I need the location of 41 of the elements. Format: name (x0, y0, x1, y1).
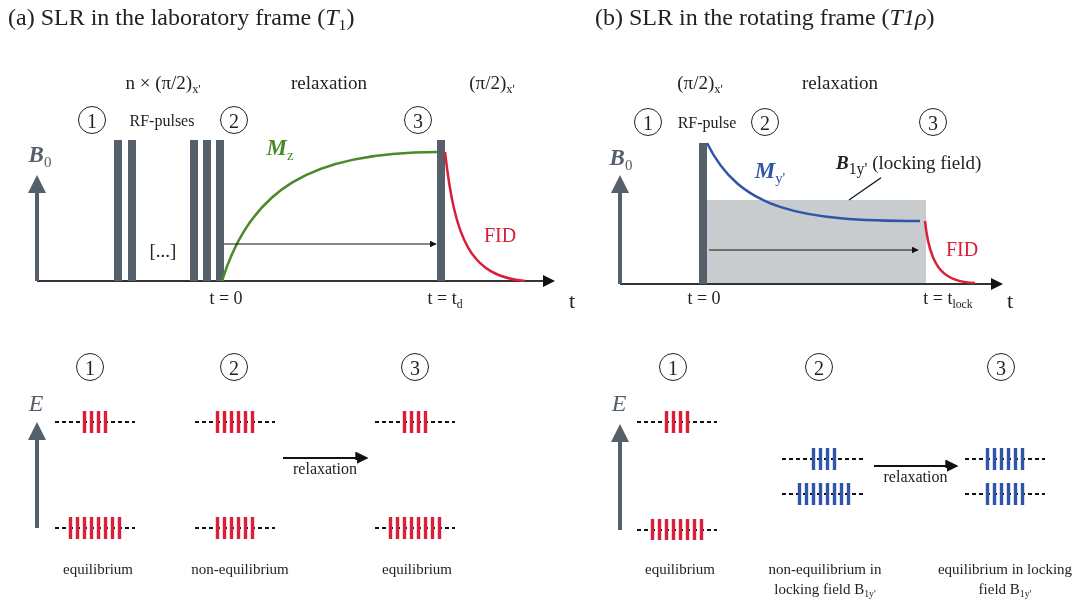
ellipsis-label: [...] (149, 240, 177, 262)
energy-level-drawing (55, 410, 135, 540)
axis-label: E (611, 390, 627, 418)
field-label: B$_{0}$ (28, 142, 52, 172)
fid-label: FID (945, 238, 979, 261)
state-caption: non-equilibrium in locking field B$_{1y'}$ (768, 561, 882, 597)
axis-label: t (1006, 288, 1014, 314)
panel-title: (b) SLR in the rotating frame (T1ρ) (595, 4, 935, 32)
energy-level-drawing (375, 410, 455, 540)
state-caption: equilibrium in locking field B$_{1y'}$ (937, 561, 1073, 597)
energy-level-drawing (782, 447, 866, 506)
state-caption: equilibrium (63, 561, 133, 577)
fid-label: FID (483, 224, 517, 247)
axis-label: E (28, 390, 44, 418)
arrow (282, 451, 369, 465)
field-label: B$_{0}$ (609, 145, 633, 175)
energy-level-drawing (965, 447, 1045, 506)
locking-field-region (707, 200, 926, 284)
phase-label: relaxation (291, 72, 367, 94)
phase-label: relaxation (802, 72, 878, 94)
field-label: B$_{1y'}$ (locking field) (836, 152, 982, 178)
magnetization-label: M$_{y'}$ (754, 158, 786, 188)
energy-level-drawing (637, 410, 717, 540)
panel-title: (a) SLR in the laboratory frame (T$_{1}$) (8, 4, 355, 35)
pulse-label: n × (π/2)$_{x'}$ (125, 72, 201, 97)
axis-label: t (568, 288, 576, 314)
state-caption: equilibrium (645, 561, 715, 577)
state-caption: non-equilibrium (191, 561, 289, 577)
pulse-label: (π/2)$_{x'}$ (677, 72, 723, 97)
leader-line (848, 177, 882, 201)
time-label: t = 0 (687, 288, 721, 309)
time-label: t = t$_{lock}$ (923, 288, 973, 312)
time-label: t = 0 (209, 288, 243, 309)
pulse-label: (π/2)$_{x'}$ (469, 72, 515, 97)
arrow (873, 459, 959, 473)
pulse-label: RF-pulse (677, 114, 737, 133)
time-label: t = t$_{d}$ (427, 288, 463, 312)
magnetization-label: M$_{z}$ (266, 135, 294, 165)
pulse-label: RF-pulses (129, 112, 195, 131)
state-caption: equilibrium (382, 561, 452, 577)
energy-level-drawing (195, 410, 275, 540)
